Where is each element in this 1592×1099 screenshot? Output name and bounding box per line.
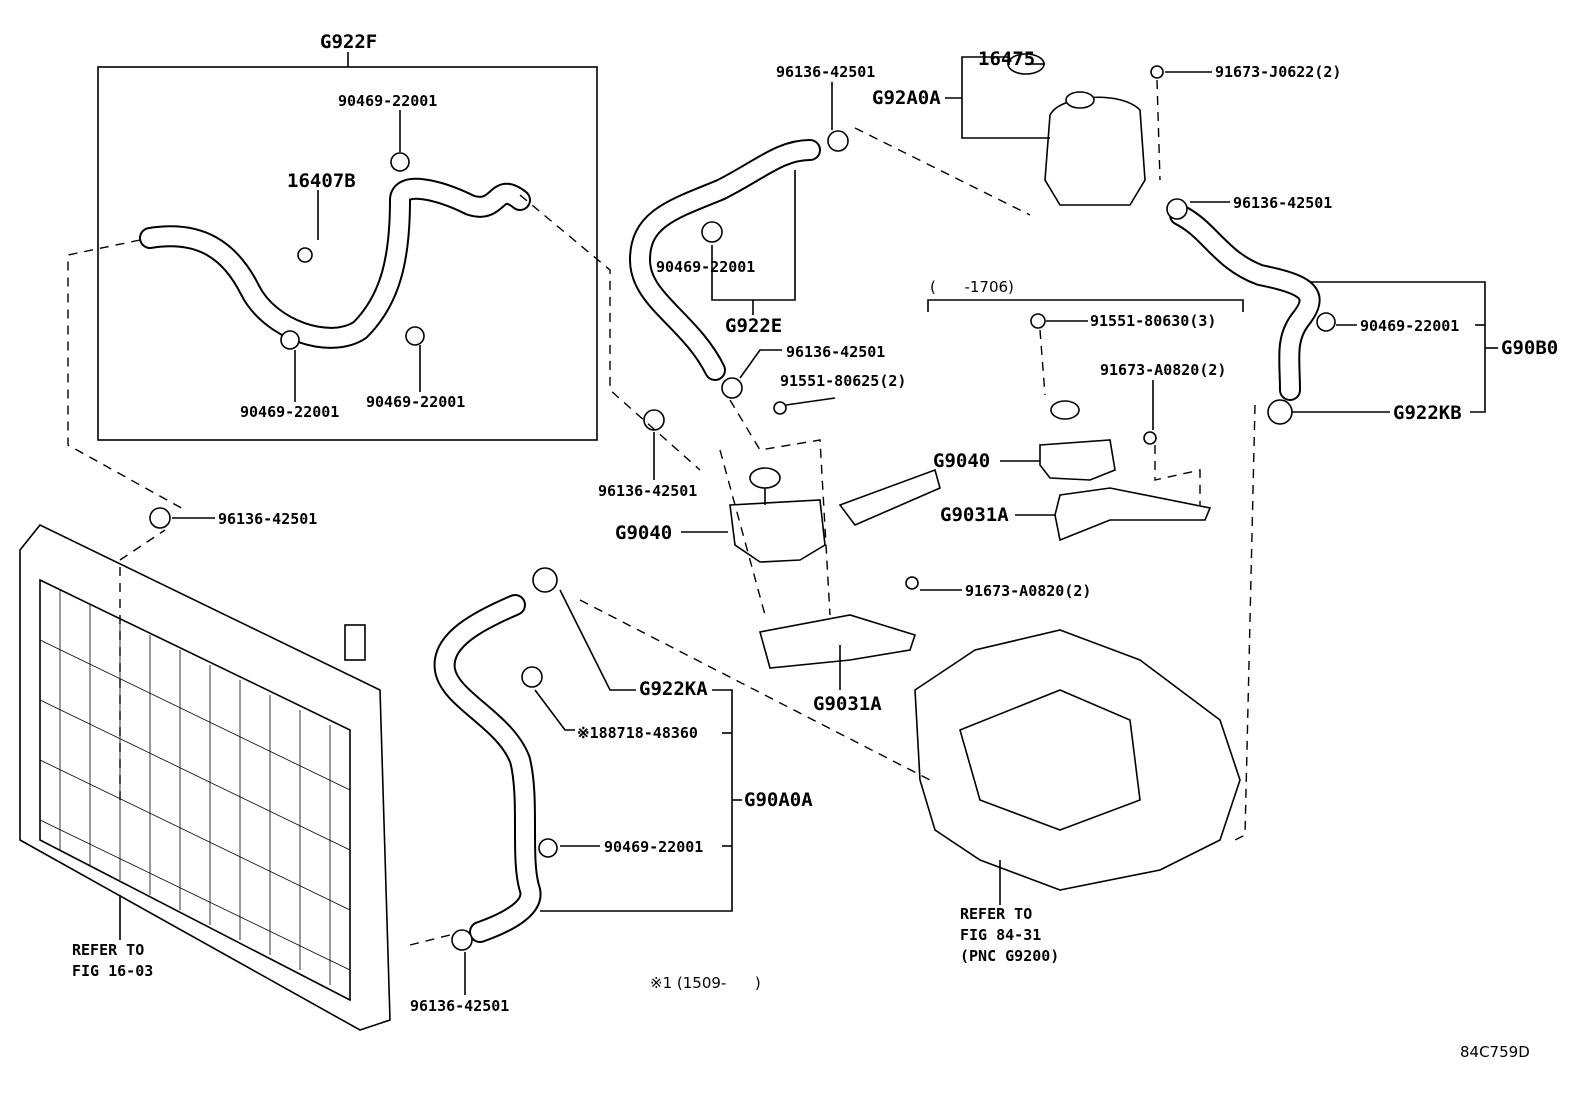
reservoir-tank: [1007, 53, 1146, 206]
label-g92a0a: G92A0A: [872, 87, 941, 109]
hose-g90a0a: [433, 594, 542, 943]
g922f-group-box: [97, 52, 598, 441]
label-g90a0a: G90A0A: [744, 789, 813, 811]
leader-lines: [119, 56, 1498, 995]
water-pump-left: [729, 467, 826, 563]
label-g90b0: G90B0: [1501, 337, 1558, 359]
label-g922ka: G922KA: [639, 678, 708, 700]
label-g922f: G922F: [320, 31, 377, 53]
label-clamp: 96136-42501: [776, 63, 875, 81]
label-bolt: 91551-80625(2): [780, 372, 906, 390]
label-clip: 90469-22001: [366, 393, 465, 411]
label-g9040: G9040: [933, 450, 990, 472]
figure-code: 84C759D: [1460, 1043, 1530, 1061]
label-clip: 90469-22001: [1360, 317, 1459, 335]
label-16407b: 16407B: [287, 170, 356, 192]
label-g922kb: G922KB: [1393, 402, 1462, 424]
label-clamp: 96136-42501: [218, 510, 317, 528]
label-clip: 90469-22001: [656, 258, 755, 276]
label-clip: 90469-22001: [604, 838, 703, 856]
dashed-guide-lines: [67, 79, 1256, 946]
pump-bracket-right: [1054, 487, 1212, 542]
radiator: [19, 524, 391, 1031]
hose-g922e: [629, 139, 821, 381]
label-refer: REFER TO: [72, 941, 144, 959]
label-refer: REFER TO: [960, 905, 1032, 923]
label-refer-pnc: (PNC G9200): [960, 947, 1059, 965]
label-g9031a: G9031A: [813, 693, 882, 715]
label-16475: 16475: [978, 48, 1035, 70]
label-clip: 90469-22001: [338, 92, 437, 110]
label-g9040: G9040: [615, 522, 672, 544]
label-clamp: 96136-42501: [598, 482, 697, 500]
label-bolt: 91673-A0820(2): [965, 582, 1091, 600]
label-bolt: 91673-J0622(2): [1215, 63, 1341, 81]
label-g9031a: G9031A: [940, 504, 1009, 526]
hose-g90b0: [1169, 204, 1321, 401]
hose-16407b: [139, 177, 531, 349]
label-bolt: 91551-80630(3): [1090, 312, 1216, 330]
label-refer-fig: FIG 84-31: [960, 926, 1041, 944]
label-footnote: ※1 (1509- ): [650, 974, 761, 992]
label-clip: 90469-22001: [240, 403, 339, 421]
label-clamp: 96136-42501: [1233, 194, 1332, 212]
label-clamp: 96136-42501: [786, 343, 885, 361]
label-188718: ※188718-48360: [577, 724, 698, 742]
label-g922e: G922E: [725, 315, 782, 337]
direction-arrow-icon: [838, 468, 941, 526]
label-bolt: 91673-A0820(2): [1100, 361, 1226, 379]
water-pump-right: [1039, 400, 1116, 481]
label-range-1706: ( -1706): [930, 278, 1014, 296]
clamp-icons: [149, 65, 1336, 951]
label-clamp: 96136-42501: [410, 997, 509, 1015]
inverter-assembly: [914, 629, 1241, 891]
pump-bracket-left: [758, 614, 917, 669]
label-refer-fig: FIG 16-03: [72, 962, 153, 980]
